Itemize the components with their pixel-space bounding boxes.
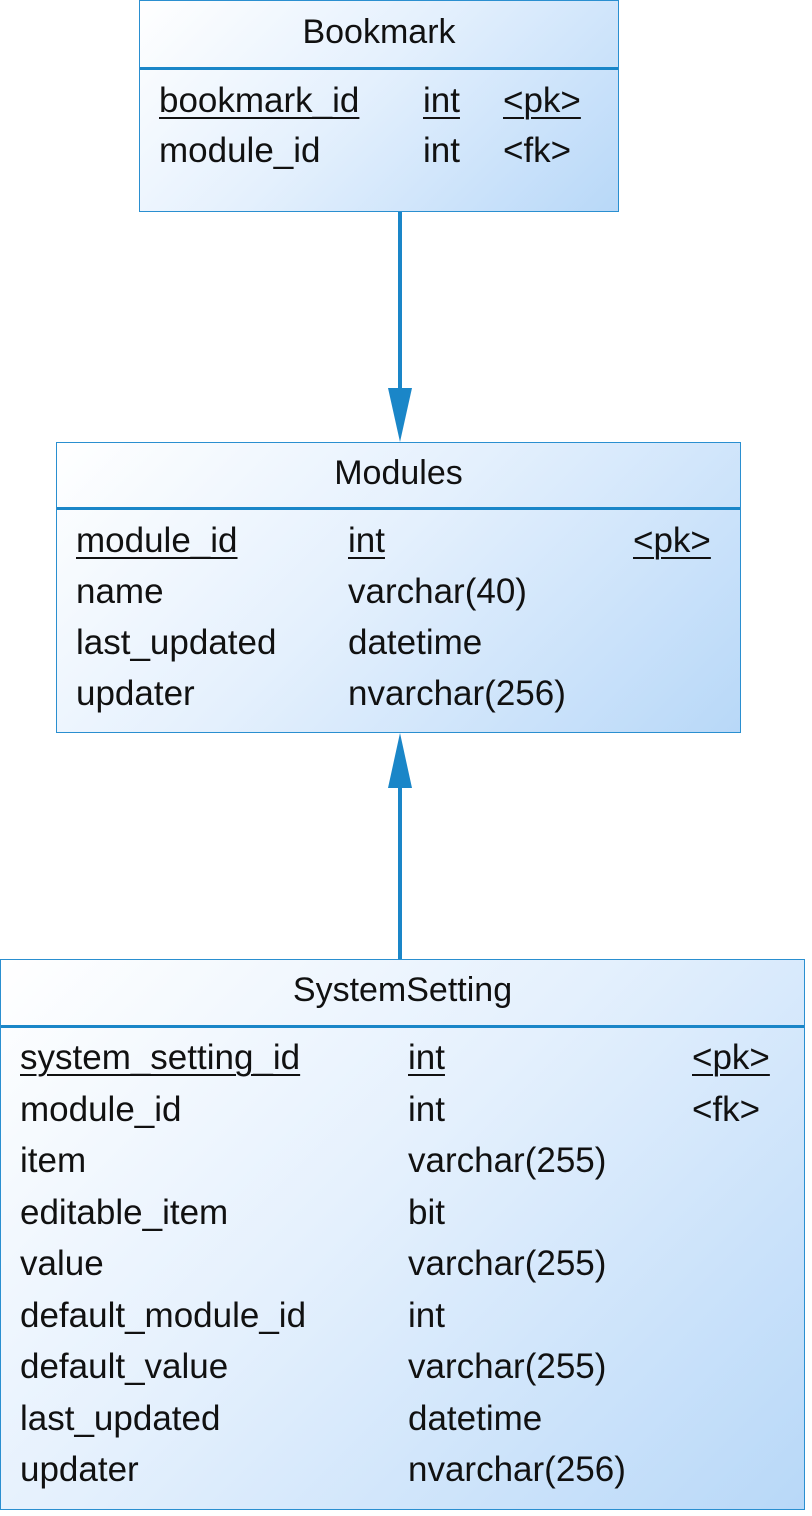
entity-modules[interactable]: Modules module_id int <pk> name varchar(…: [56, 442, 741, 733]
attribute-type: datetime: [348, 623, 483, 662]
attribute-type: varchar(255): [408, 1244, 607, 1283]
attribute-row: module_id int <pk>: [57, 518, 740, 564]
attribute-type: int: [423, 81, 460, 120]
attribute-type: int: [423, 131, 460, 170]
attribute-type: nvarchar(256): [408, 1450, 626, 1489]
attribute-type: nvarchar(256): [348, 674, 566, 713]
bookmark-to-modules-arrowhead: [388, 388, 412, 442]
attribute-key: <pk>: [633, 521, 711, 560]
attribute-key: <pk>: [692, 1038, 770, 1077]
attribute-key: <fk>: [503, 131, 572, 170]
attribute-name: value: [20, 1244, 104, 1283]
attribute-type: int: [408, 1090, 445, 1129]
attribute-row: updater nvarchar(256): [1, 1447, 804, 1493]
attribute-type: int: [408, 1296, 445, 1335]
attribute-row: default_value varchar(255): [1, 1344, 804, 1390]
systemsetting-to-modules-arrowhead: [388, 733, 412, 788]
attribute-name: bookmark_id: [159, 81, 360, 120]
attribute-row: last_updated datetime: [1, 1396, 804, 1442]
attribute-row: name varchar(40): [57, 569, 740, 615]
attribute-row: default_module_id int: [1, 1293, 804, 1339]
entity-systemsetting[interactable]: SystemSetting system_setting_id int <pk>…: [0, 959, 805, 1510]
attribute-row: item varchar(255): [1, 1138, 804, 1184]
attribute-type: varchar(40): [348, 572, 527, 611]
entity-title: Modules: [57, 443, 740, 510]
attribute-name: name: [76, 572, 164, 611]
attribute-type: int: [348, 521, 385, 560]
attribute-name: item: [20, 1141, 87, 1180]
attribute-name: editable_item: [20, 1193, 229, 1232]
entity-title: SystemSetting: [1, 960, 804, 1028]
entity-bookmark[interactable]: Bookmark bookmark_id int <pk> module_id …: [139, 0, 619, 212]
attribute-type: datetime: [408, 1399, 543, 1438]
attribute-name: last_updated: [76, 623, 277, 662]
attribute-name: system_setting_id: [20, 1038, 301, 1077]
attribute-name: updater: [20, 1450, 139, 1489]
attribute-name: module_id: [159, 131, 321, 170]
attribute-key: <fk>: [692, 1090, 761, 1129]
attribute-name: last_updated: [20, 1399, 221, 1438]
attribute-name: default_value: [20, 1347, 229, 1386]
attribute-type: bit: [408, 1193, 445, 1232]
attribute-row: module_id int <fk>: [1, 1087, 804, 1133]
attribute-row: updater nvarchar(256): [57, 671, 740, 717]
attribute-key: <pk>: [503, 81, 581, 120]
attribute-row: last_updated datetime: [57, 620, 740, 666]
attribute-type: varchar(255): [408, 1347, 607, 1386]
entity-title: Bookmark: [140, 1, 618, 70]
attribute-row: value varchar(255): [1, 1241, 804, 1287]
attribute-name: updater: [76, 674, 195, 713]
attribute-row: system_setting_id int <pk>: [1, 1035, 804, 1081]
attribute-name: default_module_id: [20, 1296, 307, 1335]
attribute-type: varchar(255): [408, 1141, 607, 1180]
attribute-row: module_id int <fk>: [140, 128, 618, 174]
attribute-type: int: [408, 1038, 445, 1077]
attribute-row: bookmark_id int <pk>: [140, 78, 618, 124]
attribute-name: module_id: [20, 1090, 182, 1129]
attribute-row: editable_item bit: [1, 1190, 804, 1236]
attribute-name: module_id: [76, 521, 238, 560]
